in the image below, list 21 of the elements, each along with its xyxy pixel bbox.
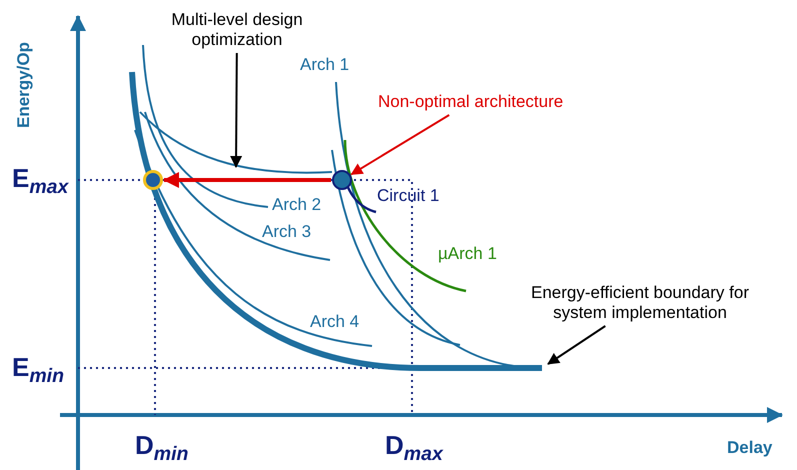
curve-label: Circuit 1 bbox=[377, 186, 440, 206]
curve-label: Arch 3 bbox=[262, 222, 312, 242]
arrow bbox=[547, 325, 606, 365]
point-marker bbox=[143, 170, 163, 190]
point-marker bbox=[332, 170, 352, 190]
annotation-text: Energy-efficient boundary for system implementation bbox=[520, 283, 760, 323]
curve-label: Arch 4 bbox=[310, 312, 360, 332]
axis-title: Energy/Op bbox=[14, 42, 34, 128]
annotation-text: Multi-level design optimization bbox=[137, 10, 337, 50]
axis-value: E$_{min}$ bbox=[12, 352, 64, 390]
arrow bbox=[230, 53, 242, 168]
annotation-text: Non-optimal architecture bbox=[378, 92, 564, 112]
curve-label: µArch 1 bbox=[438, 244, 497, 264]
axis-value: D$_{max}$ bbox=[385, 430, 443, 468]
arrow bbox=[350, 114, 450, 176]
axis-title: Delay bbox=[727, 438, 772, 458]
curve-label: Arch 1 bbox=[300, 55, 350, 75]
axis-value: E$_{max}$ bbox=[12, 163, 68, 200]
axis-value: D$_{min}$ bbox=[135, 430, 188, 468]
arrow bbox=[163, 172, 331, 188]
curve-label: Arch 2 bbox=[272, 195, 322, 215]
